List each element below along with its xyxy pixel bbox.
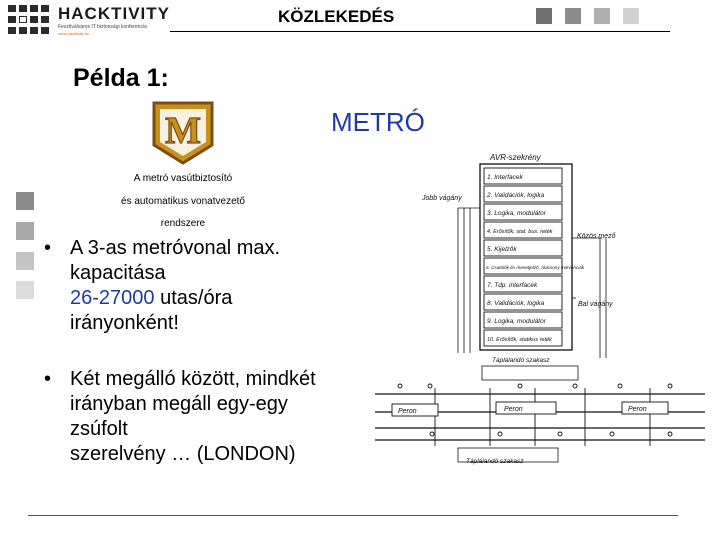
platform-1-label: Peron bbox=[398, 408, 417, 415]
track-lines bbox=[375, 393, 705, 441]
bullet-london-line-1: Két megálló között, mindkét bbox=[70, 368, 316, 390]
diagram-wiring bbox=[457, 207, 607, 358]
caption-line-3: rendszere bbox=[160, 218, 206, 229]
caption-line-2: és automatikus vonatvezető bbox=[121, 196, 245, 207]
caption-line-1: A metró vasútbiztosító bbox=[133, 173, 233, 184]
metro-logo-letter: M bbox=[165, 110, 201, 152]
platform-1 bbox=[391, 403, 439, 417]
platform-3-label: Peron bbox=[628, 406, 647, 413]
avr-item-4: 4. Erősítők, stat. bus. reték bbox=[487, 229, 553, 235]
signal-symbols bbox=[397, 383, 673, 437]
brand-subtitle: Fesztiválváros IT biztonsági konferencia bbox=[58, 24, 147, 30]
avr-item-1: 1. Interfacek bbox=[487, 174, 524, 181]
decorative-square-1 bbox=[536, 8, 552, 24]
avr-item-7: 7. Tdp. interfacek bbox=[487, 282, 538, 289]
metro-logo: M bbox=[152, 101, 214, 165]
decorative-square-4 bbox=[623, 8, 639, 24]
avr-item-10: 10. Erősítők, statikus reték bbox=[487, 337, 552, 343]
capacity-value: 26-27000 bbox=[70, 287, 155, 309]
avr-item-3: 3. Logika, modulátor bbox=[487, 210, 547, 217]
track-dividers bbox=[434, 388, 651, 446]
bullet-dot: • bbox=[44, 237, 52, 259]
side-square-1 bbox=[16, 192, 34, 210]
avr-item-9: 9. Logika, modulátor bbox=[487, 318, 547, 325]
label-right-track: Jobb vágány bbox=[421, 195, 462, 202]
example-heading: Példa 1: bbox=[73, 64, 169, 92]
platform-3 bbox=[621, 401, 669, 415]
avr-cabinet-box bbox=[479, 163, 573, 351]
avr-cabinet-diagram: AVR-szekrény 1. Interfacek 2. Validációk… bbox=[370, 148, 710, 478]
slide-title: KÖZLEKEDÉS bbox=[278, 7, 395, 26]
bullet-capacity-line-1: A 3-as metróvonal max. bbox=[70, 237, 281, 259]
label-common-field: Közös mező bbox=[577, 233, 616, 240]
diagram-title: AVR-szekrény bbox=[489, 153, 542, 162]
decorative-square-3 bbox=[594, 8, 610, 24]
avr-item-6: 6. Csatolók és menetjelző, Alacsony frek… bbox=[486, 265, 585, 270]
side-square-3 bbox=[16, 252, 34, 270]
fed-section-top bbox=[481, 365, 579, 381]
bullet-london-line-3: zsúfolt bbox=[70, 418, 128, 440]
avr-item-8: 8. Validációk, logika bbox=[487, 300, 545, 307]
bullet-capacity-line-2: kapacitása bbox=[70, 262, 166, 284]
capacity-unit: utas/óra bbox=[154, 287, 233, 309]
bullet-capacity-line-3: 26-27000 utas/óra bbox=[70, 286, 232, 310]
hacktivity-logo-mark bbox=[8, 5, 49, 35]
avr-cabinet-slots bbox=[483, 167, 563, 347]
platform-2-label: Peron bbox=[504, 406, 523, 413]
bullet-london-line-4: szerelvény … (LONDON) bbox=[70, 443, 296, 465]
bullet-dot: • bbox=[44, 368, 52, 390]
decorative-square-2 bbox=[565, 8, 581, 24]
avr-item-2: 2. Validációk, logika bbox=[486, 192, 545, 199]
brand-subtitle-2: www.hacktivity.hu ... bbox=[58, 31, 94, 36]
platform-2 bbox=[495, 401, 557, 415]
footer-divider bbox=[28, 515, 678, 516]
metro-label: METRÓ bbox=[331, 107, 425, 137]
avr-item-5: 5. Kijelzők bbox=[487, 246, 517, 253]
header-divider bbox=[170, 31, 670, 32]
label-fed-section-bottom: Táplálandó szakasz bbox=[466, 458, 524, 465]
brand-name: HACKTIVITY bbox=[58, 4, 170, 23]
bullet-capacity-line-4: irányonként! bbox=[70, 312, 179, 334]
label-left-track: Bal vágány bbox=[578, 301, 613, 308]
label-fed-section-top: Táplálandó szakasz bbox=[492, 357, 550, 364]
bullet-london-line-2: irányban megáll egy-egy bbox=[70, 393, 288, 415]
side-square-4 bbox=[16, 281, 34, 299]
side-square-2 bbox=[16, 222, 34, 240]
fed-section-bottom bbox=[457, 447, 559, 463]
